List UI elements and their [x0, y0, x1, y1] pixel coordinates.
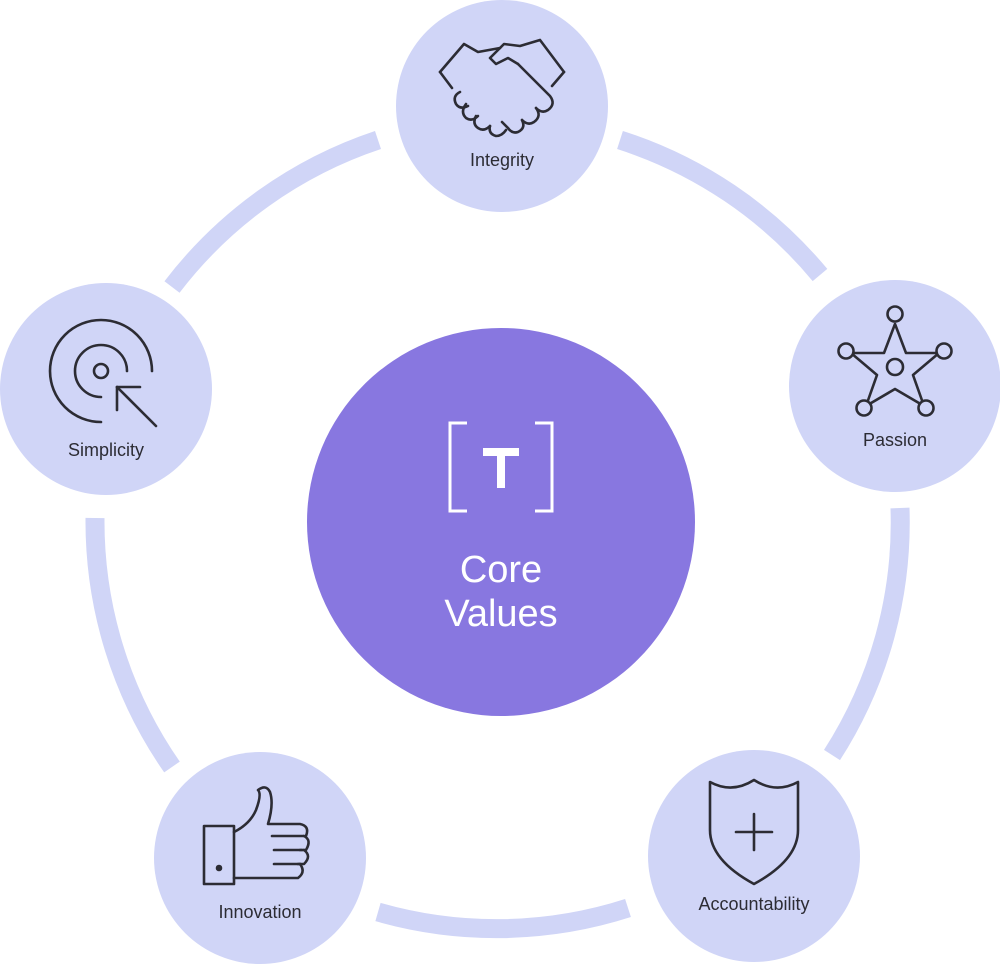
value-node-innovation: Innovation: [154, 752, 366, 964]
value-node-integrity: Integrity: [396, 0, 608, 212]
ring-arc-integrity-passion: [617, 130, 828, 282]
center-title-line1: Core: [459, 549, 543, 591]
value-label-innovation: Innovation: [218, 902, 302, 922]
value-label-passion: Passion: [862, 430, 928, 450]
center-title-line2: Values: [444, 593, 558, 635]
handshake-icon: [438, 38, 566, 138]
value-label-integrity: Integrity: [469, 150, 535, 170]
ring-arc-passion-accountability: [824, 507, 910, 761]
ring-arc-accountability-innovation: [375, 898, 631, 939]
core-values-circle: Core Values: [307, 328, 695, 716]
value-node-simplicity: Simplicity: [0, 283, 212, 495]
thumbs-up-icon: [202, 786, 310, 886]
value-label-simplicity: Simplicity: [67, 440, 144, 460]
ring-arc-simplicity-integrity: [164, 130, 382, 293]
target-cursor-icon: [48, 318, 158, 428]
ring-arc-innovation-simplicity: [85, 517, 180, 773]
shield-plus-icon: [708, 778, 800, 886]
value-label-accountability: Accountability: [698, 894, 810, 914]
value-node-accountability: Accountability: [648, 750, 860, 962]
brand-logo-icon: [448, 421, 554, 513]
star-network-icon: [837, 305, 953, 417]
value-node-passion: Passion: [789, 280, 1000, 492]
